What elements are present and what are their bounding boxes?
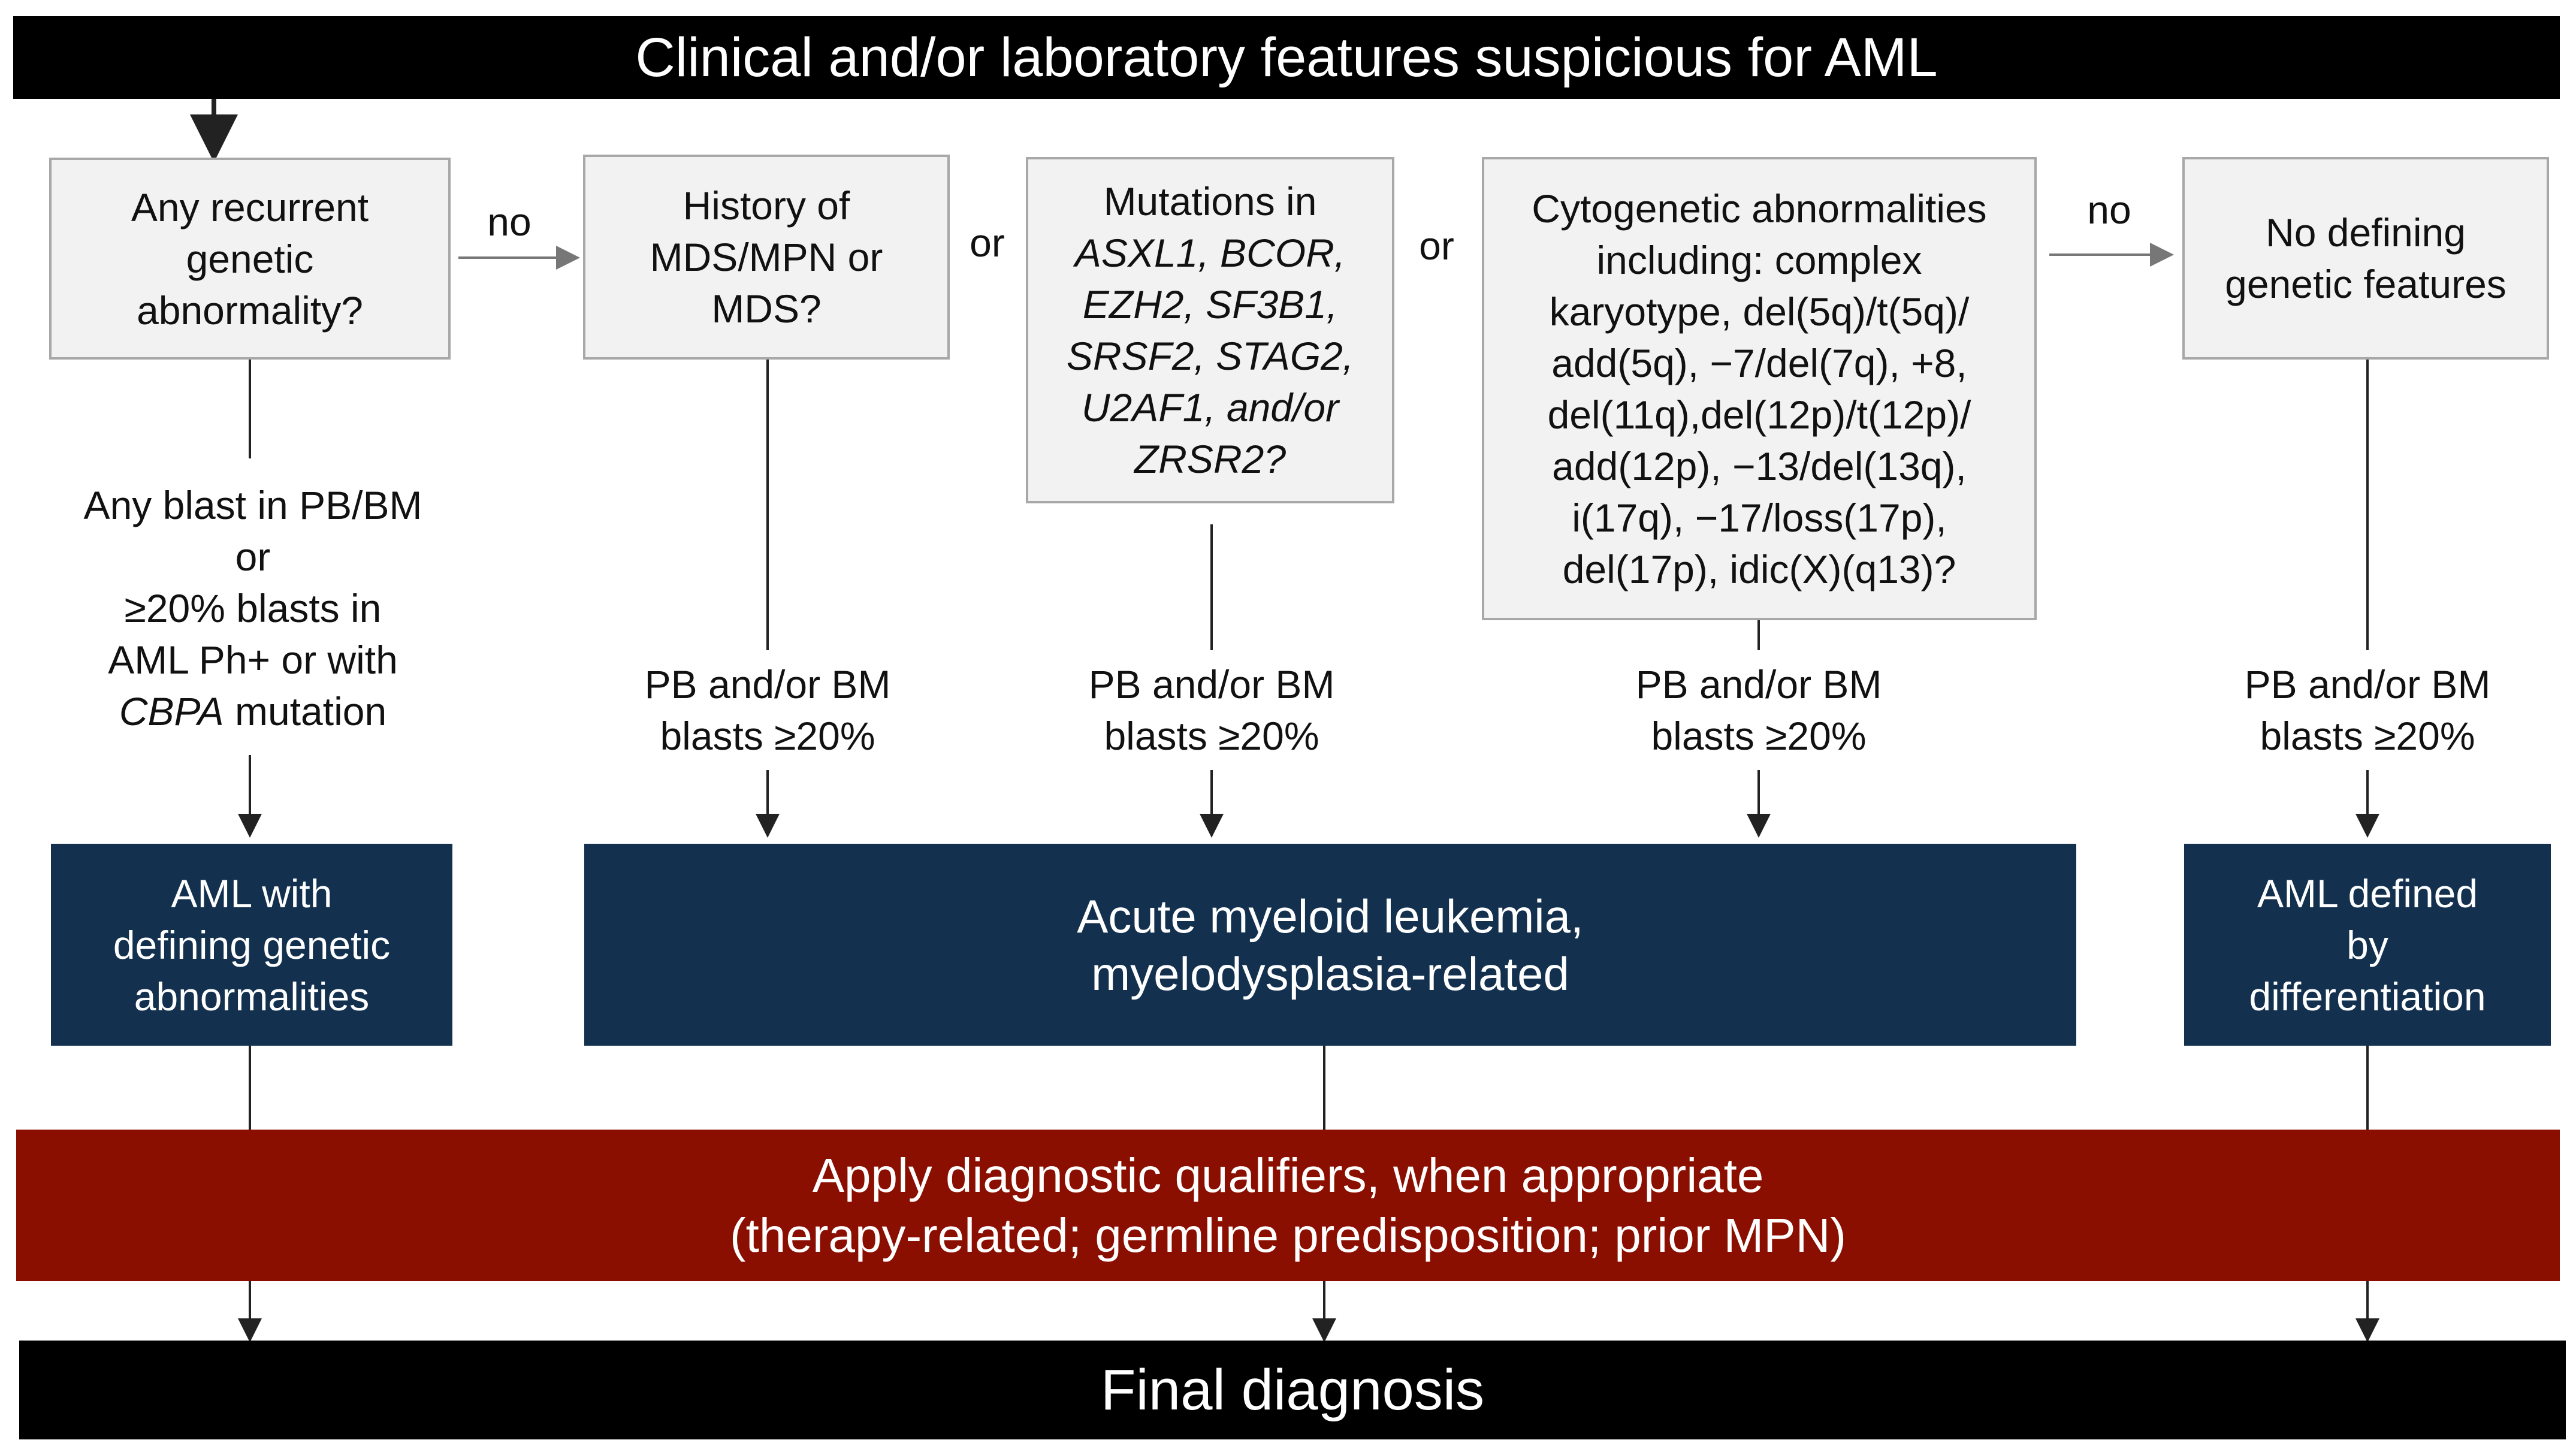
question-recurrent-text: Any recurrent genetic abnormality? bbox=[131, 185, 369, 333]
mutations-line-3: SRSF2, STAG2, bbox=[1066, 334, 1354, 378]
outcome-mr-line-2: myelodysplasia-related bbox=[1091, 947, 1569, 1000]
header-banner: Clinical and/or laboratory features susp… bbox=[13, 16, 2560, 99]
connector-or-1-label: or bbox=[970, 221, 1005, 265]
outcome-defining-box: AML with defining genetic abnormalities bbox=[51, 844, 452, 1046]
criteria-blasts-col2-text: PB and/or BM blasts ≥20% bbox=[644, 662, 891, 758]
connector-no-2: no bbox=[2073, 183, 2145, 237]
criteria-blasts-col2: PB and/or BM blasts ≥20% bbox=[612, 656, 923, 764]
criteria-blasts-col3-text: PB and/or BM blasts ≥20% bbox=[1088, 662, 1335, 758]
question-cytogenetic-text: Cytogenetic abnormalities including: com… bbox=[1532, 186, 1987, 591]
question-none-text: No defining genetic features bbox=[2225, 210, 2506, 306]
criteria-blasts-col5-text: PB and/or BM blasts ≥20% bbox=[2244, 662, 2491, 758]
criteria-left-line-5-rest: mutation bbox=[224, 689, 387, 733]
qualifiers-banner: Apply diagnostic qualifiers, when approp… bbox=[16, 1130, 2560, 1281]
criteria-left-line-1: Any blast in PB/BM bbox=[83, 483, 422, 527]
mutations-line-2: EZH2, SF3B1, bbox=[1082, 282, 1338, 327]
connector-or-2: or bbox=[1402, 219, 1471, 273]
criteria-left: Any blast in PB/BM or ≥20% blasts in AML… bbox=[49, 470, 457, 746]
criteria-blasts-col4: PB and/or BM blasts ≥20% bbox=[1603, 656, 1914, 764]
question-history-text: History of MDS/MPN or MDS? bbox=[650, 183, 883, 331]
outcome-defining-text: AML with defining genetic abnormalities bbox=[113, 871, 391, 1019]
criteria-left-line-5: CBPA mutation bbox=[119, 686, 386, 737]
connector-no-2-label: no bbox=[2087, 188, 2131, 232]
criteria-left-line-3: ≥20% blasts in bbox=[124, 586, 382, 630]
criteria-blasts-col4-text: PB and/or BM blasts ≥20% bbox=[1635, 662, 1882, 758]
outcome-differentiation-text: AML defined by differentiation bbox=[2249, 871, 2486, 1019]
mutations-prefix: Mutations in bbox=[1103, 179, 1317, 224]
criteria-blasts-col5: PB and/or BM blasts ≥20% bbox=[2212, 656, 2523, 764]
footer-banner: Final diagnosis bbox=[19, 1341, 2566, 1439]
question-mutations-box: Mutations in ASXL1, BCOR, EZH2, SF3B1, S… bbox=[1026, 157, 1394, 503]
qualifiers-line-2: (therapy-related; germline predispositio… bbox=[730, 1208, 1846, 1262]
mutations-line-4: U2AF1, and/or bbox=[1081, 385, 1339, 430]
question-none-box: No defining genetic features bbox=[2182, 157, 2549, 360]
footer-text: Final diagnosis bbox=[1100, 1357, 1485, 1422]
question-history-box: History of MDS/MPN or MDS? bbox=[583, 155, 950, 360]
criteria-left-gene: CBPA bbox=[119, 689, 224, 733]
criteria-left-line-2: or bbox=[235, 535, 271, 579]
connector-or-2-label: or bbox=[1419, 224, 1454, 268]
outcome-mr-line-1: Acute myeloid leukemia, bbox=[1077, 889, 1584, 943]
criteria-blasts-col3: PB and/or BM blasts ≥20% bbox=[1056, 656, 1367, 764]
mutations-line-1: ASXL1, BCOR, bbox=[1074, 231, 1346, 275]
connector-no-1-label: no bbox=[487, 200, 531, 244]
connector-no-1: no bbox=[473, 195, 545, 249]
question-recurrent-box: Any recurrent genetic abnormality? bbox=[49, 158, 451, 360]
outcome-mr-box: Acute myeloid leukemia, myelodysplasia-r… bbox=[584, 844, 2076, 1046]
qualifiers-line-1: Apply diagnostic qualifiers, when approp… bbox=[812, 1148, 1764, 1202]
question-cytogenetic-box: Cytogenetic abnormalities including: com… bbox=[1482, 157, 2037, 620]
mutations-line-5: ZRSR2? bbox=[1134, 437, 1287, 481]
outcome-differentiation-box: AML defined by differentiation bbox=[2184, 844, 2551, 1046]
connector-or-1: or bbox=[953, 216, 1022, 270]
header-text: Clinical and/or laboratory features susp… bbox=[635, 26, 1938, 88]
criteria-left-line-4: AML Ph+ or with bbox=[108, 638, 398, 682]
